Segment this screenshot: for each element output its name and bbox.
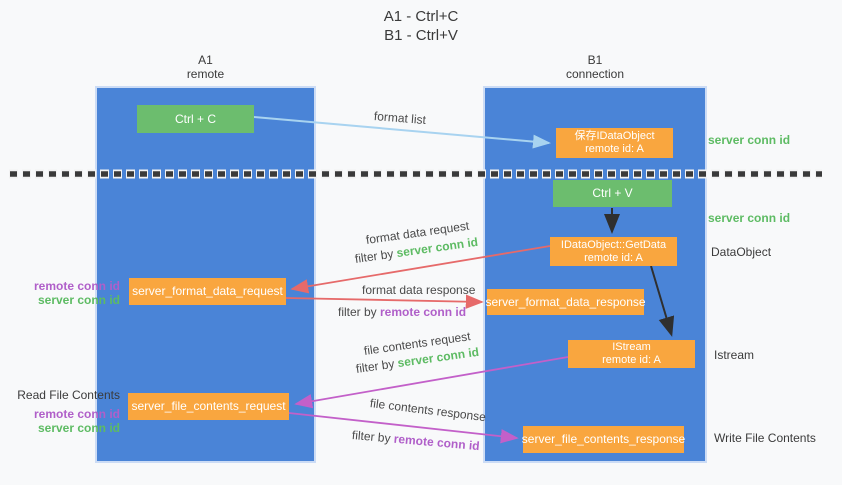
format-list-arrow bbox=[253, 116, 551, 149]
save-dataobject-line2: remote id: A bbox=[585, 143, 644, 155]
lane-a1-name: A1 bbox=[198, 53, 213, 67]
ctrl-c-box: Ctrl + C bbox=[137, 105, 254, 133]
istream-box: IStream remote id: A bbox=[568, 340, 695, 368]
lane-header-a1: A1 remote bbox=[97, 53, 314, 81]
lane-b1-subtitle: connection bbox=[565, 67, 625, 81]
ctrl-v-label: Ctrl + V bbox=[592, 186, 633, 200]
format-data-response-text: format data response bbox=[362, 283, 476, 297]
remote-conn-id-left-bottom: remote conn id bbox=[33, 407, 120, 421]
title-line-1: A1 - Ctrl+C bbox=[383, 8, 459, 25]
save-dataobject-box: 保存IDataObject remote id: A bbox=[556, 128, 673, 158]
format-data-response-label: format data response bbox=[362, 283, 475, 297]
server-conn-id-left-mid: server conn id bbox=[37, 293, 120, 307]
server-file-contents-response-label: server_file_contents_response bbox=[521, 432, 686, 446]
ctrl-c-label: Ctrl + C bbox=[174, 111, 216, 126]
server-format-data-request-box: server_format_data_request bbox=[129, 278, 286, 305]
diagram-title: A1 - Ctrl+C B1 - Ctrl+V bbox=[0, 7, 842, 45]
ctrl-v-box: Ctrl + V bbox=[553, 180, 672, 207]
server-file-contents-request-box: server_file_contents_request bbox=[128, 393, 289, 420]
filter-by-remote-conn-id-label-1: filter by remote conn id bbox=[338, 305, 466, 319]
file-contents-request-arrow bbox=[294, 356, 569, 409]
read-file-contents-label: Read File Contents bbox=[17, 388, 120, 402]
remote-conn-id-left-mid: remote conn id bbox=[33, 279, 120, 293]
getdata-line1: IDataObject::GetData bbox=[560, 238, 667, 251]
format-data-request-arrow bbox=[290, 245, 551, 294]
server-file-contents-request-label: server_file_contents_request bbox=[131, 399, 286, 413]
istream-line1: IStream bbox=[612, 341, 651, 353]
filter-by-text: filter by bbox=[338, 305, 381, 319]
getdata-line2: remote id: A bbox=[584, 251, 643, 264]
save-dataobject-line1: 保存IDataObject bbox=[574, 130, 655, 142]
lane-a1-subtitle: remote bbox=[186, 67, 225, 81]
server-format-data-request-label: server_format_data_request bbox=[132, 284, 283, 298]
istream-side-label: Istream bbox=[714, 348, 755, 362]
format-data-response-arrow bbox=[285, 294, 484, 309]
write-file-contents-label: Write File Contents bbox=[714, 431, 816, 445]
file-contents-response-arrow bbox=[288, 412, 519, 444]
title-line-2: B1 - Ctrl+V bbox=[384, 27, 458, 44]
dataobject-label: DataObject bbox=[711, 245, 772, 259]
lane-header-b1: B1 connection bbox=[485, 53, 705, 81]
server-format-data-response-box: server_format_data_response bbox=[485, 289, 646, 315]
getdata-to-istream-arrow bbox=[650, 265, 675, 337]
server-file-contents-response-box: server_file_contents_response bbox=[521, 426, 686, 453]
server-conn-id-left-bottom: server conn id bbox=[37, 421, 120, 435]
remote-conn-id-text: remote conn id bbox=[380, 305, 467, 319]
server-format-data-response-label: server_format_data_response bbox=[485, 294, 646, 309]
server-conn-id-right-top: server conn id bbox=[708, 133, 791, 147]
getdata-box: IDataObject::GetData remote id: A bbox=[550, 237, 677, 266]
lane-b1-name: B1 bbox=[587, 53, 603, 67]
istream-line2: remote id: A bbox=[602, 354, 661, 366]
server-conn-id-right-mid: server conn id bbox=[708, 211, 791, 225]
